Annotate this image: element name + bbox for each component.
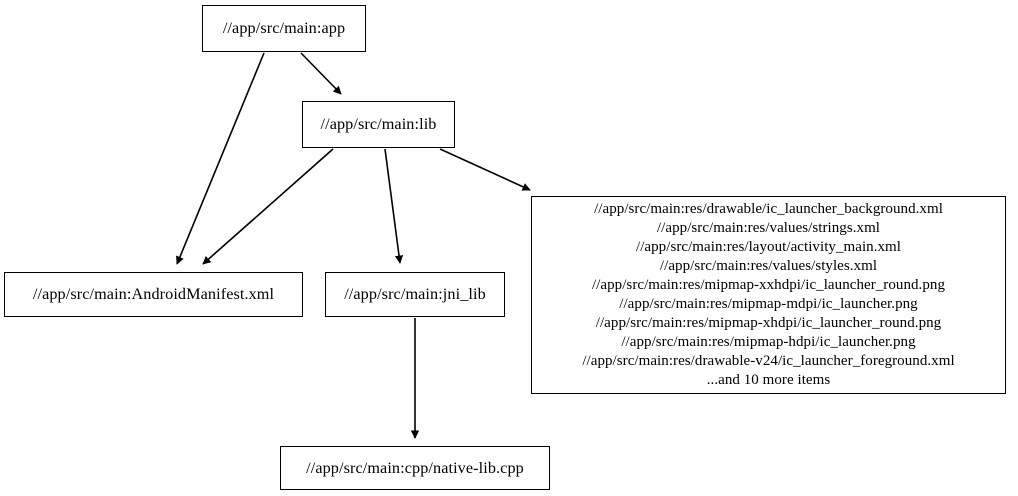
graph-node-lib-label: //app/src/main:lib xyxy=(320,115,437,134)
edge-app-to-lib xyxy=(300,52,342,95)
edge-lib-to-resources xyxy=(439,148,531,191)
graph-node-jni-lib-label: //app/src/main:jni_lib xyxy=(344,285,486,304)
graph-node-app-label: //app/src/main:app xyxy=(222,19,346,38)
edge-lib-to-manifest xyxy=(202,148,334,265)
graph-node-resources[interactable]: //app/src/main:res/drawable/ic_launcher_… xyxy=(531,196,1006,394)
edge-app-to-manifest xyxy=(176,52,265,265)
graph-node-lib[interactable]: //app/src/main:lib xyxy=(302,101,455,148)
graph-node-native-lib-cpp[interactable]: //app/src/main:cpp/native-lib.cpp xyxy=(280,446,550,490)
graph-node-jni-lib[interactable]: //app/src/main:jni_lib xyxy=(325,272,505,317)
edge-lib-to-jni-lib xyxy=(384,148,404,264)
graph-node-resources-label: //app/src/main:res/drawable/ic_launcher_… xyxy=(582,201,955,388)
graph-node-native-lib-cpp-label: //app/src/main:cpp/native-lib.cpp xyxy=(306,458,524,477)
graph-node-android-manifest-label: //app/src/main:AndroidManifest.xml xyxy=(32,285,275,304)
graph-node-android-manifest[interactable]: //app/src/main:AndroidManifest.xml xyxy=(4,272,303,317)
graph-node-app[interactable]: //app/src/main:app xyxy=(202,5,366,52)
